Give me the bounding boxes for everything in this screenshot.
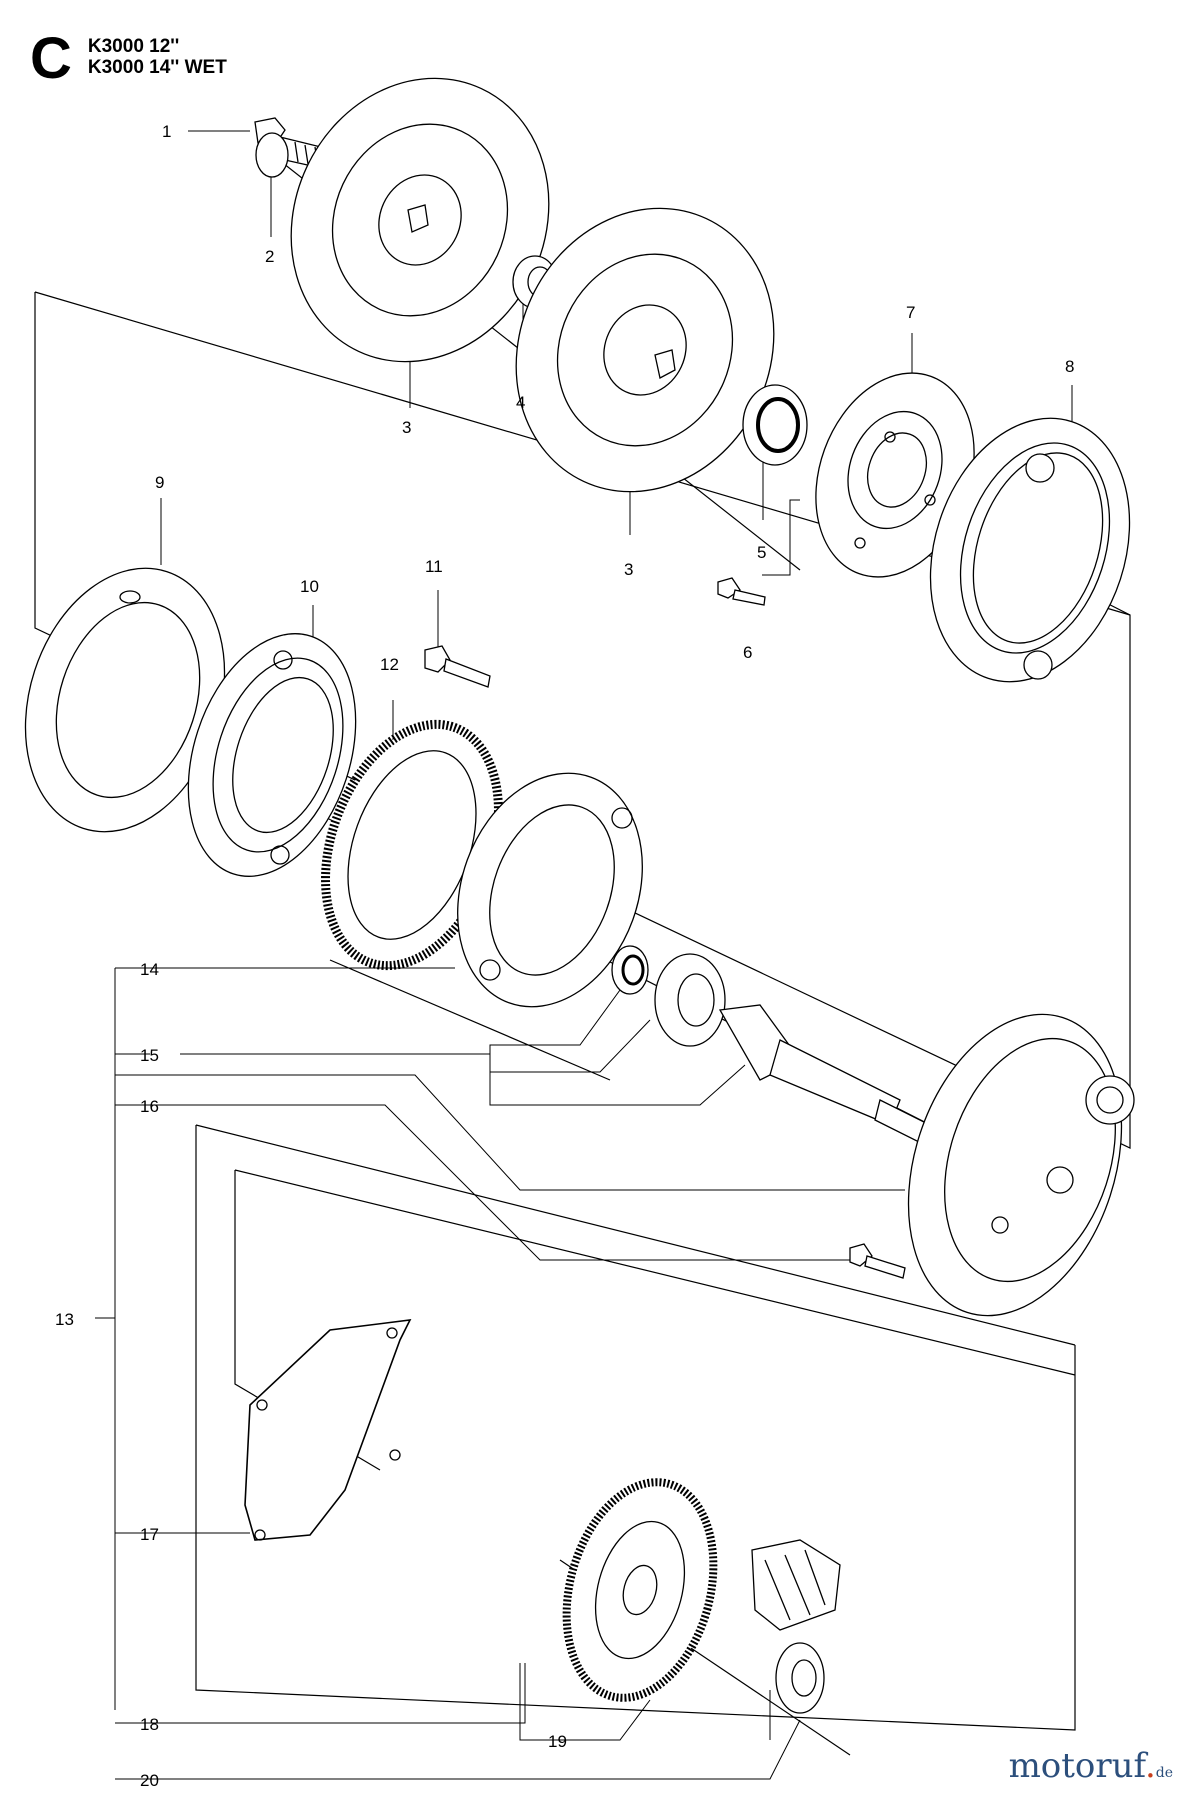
- flange-outer: [290, 77, 550, 363]
- shaft: [718, 1004, 941, 1151]
- seal: [742, 384, 808, 466]
- bearing-small: [611, 945, 649, 995]
- callout-11: 11: [425, 557, 443, 576]
- outer-ring: [24, 567, 226, 833]
- watermark-dot: .: [1144, 1746, 1156, 1786]
- washer: [255, 132, 289, 178]
- model-list: K3000 12'' K3000 14'' WET: [88, 36, 227, 78]
- bearing-20: [775, 1642, 825, 1714]
- callout-9: 9: [155, 473, 164, 492]
- callout-20: 20: [140, 1771, 159, 1790]
- callout-4: 4: [516, 393, 525, 412]
- callout-14: 14: [140, 960, 159, 979]
- model-name-1: K3000 12'': [87, 36, 180, 57]
- callout-6: 6: [743, 643, 752, 662]
- plate-14: [457, 772, 643, 1008]
- callout-17: 17: [140, 1525, 159, 1544]
- frame-lower-1: [195, 1125, 1076, 1731]
- model-name-2: K3000 14'' WET: [87, 57, 227, 78]
- flange-inner: [515, 207, 775, 493]
- callout-5: 5: [757, 543, 766, 562]
- bearing-housing: [815, 372, 975, 578]
- watermark-tld: de: [1155, 1765, 1173, 1781]
- callout-8: 8: [1065, 357, 1074, 376]
- callout-labels: 1 2 3 4 3 5 6 7 8 9 10 11 12 14 15 16 13…: [55, 122, 1074, 1790]
- callout-1: 1: [162, 122, 171, 141]
- callout-3b: 3: [624, 560, 633, 579]
- watermark-logo: motoruf.de: [1009, 1746, 1173, 1786]
- callout-18: 18: [140, 1715, 159, 1734]
- gear-housing: [907, 1013, 1135, 1317]
- callout-leaders: [95, 130, 1073, 1780]
- gasket: [244, 1319, 412, 1541]
- callout-13: 13: [55, 1310, 74, 1329]
- callout-12: 12: [380, 655, 399, 674]
- thrust-screw: [424, 645, 491, 688]
- callout-2: 2: [265, 247, 274, 266]
- section-letter: C: [30, 26, 72, 91]
- callout-19: 19: [548, 1732, 567, 1751]
- bearing-large: [654, 953, 726, 1047]
- diagram-header: C K3000 12'' K3000 14'' WET: [30, 30, 227, 88]
- callout-10: 10: [300, 577, 319, 596]
- ring-10: [187, 633, 357, 877]
- screw: [717, 577, 766, 606]
- watermark-main: motoruf: [1008, 1746, 1145, 1786]
- callout-3a: 3: [402, 418, 411, 437]
- screw-16: [849, 1243, 906, 1279]
- callout-7: 7: [906, 303, 915, 322]
- bevel-gear: [562, 1478, 718, 1702]
- callout-16: 16: [140, 1097, 159, 1116]
- callout-15: 15: [140, 1046, 159, 1065]
- ring-gear: [321, 719, 503, 971]
- gear-cover-ring: [929, 417, 1131, 683]
- pinion: [751, 1539, 841, 1631]
